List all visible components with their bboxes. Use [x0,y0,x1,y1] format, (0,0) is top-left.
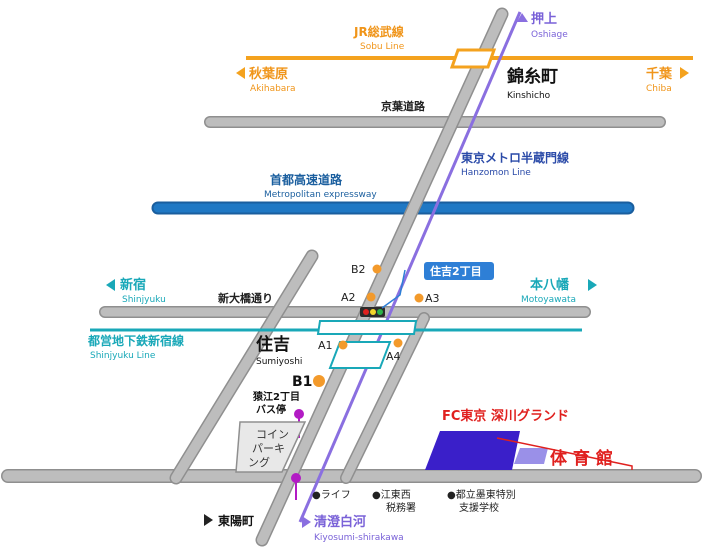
chiba-label: 千葉 [646,66,673,82]
arrow-chiba-icon [680,67,689,79]
sumiyoshi-2chome-callout [424,262,494,280]
callout-text: 住吉2丁目 [430,264,482,278]
exit-a1-label: A1 [318,339,333,352]
motoyawata-en-label: Motoyawata [521,295,576,305]
exit-a1-dot [338,340,348,350]
sumiyoshi-en-label: Sumiyoshi [256,357,302,367]
kinshicho-station-marker [449,48,497,69]
oshiage-label: 押上 [531,11,557,27]
arrow-motoyawata-icon [588,279,597,291]
exit-a3-dot [414,293,424,303]
parking-label-1: コイン [256,428,289,441]
bus-stop-pin-icon [294,409,304,419]
jr-sobu-line-en-label: Sobu Line [360,42,405,52]
expressway-label: 首都高速道路 [270,172,343,187]
sumiyoshi-station-marker [316,320,418,335]
shinjuku-line-en-label: Shinjyuku Line [90,351,156,361]
chiba-en-label: Chiba [646,84,672,94]
kiyosumi-label: 清澄白河 [314,514,366,530]
kinshicho-label: 錦糸町 [507,66,558,87]
landmark-koto-tax-2: 税務署 [386,501,416,514]
motoyawata-label: 本八幡 [530,277,569,293]
exit-b2-label: B2 [351,263,366,276]
hanzomon-line [298,11,522,523]
expressway-en-label: Metropolitan expressway [264,190,377,200]
exit-a3-label: A3 [425,292,440,305]
callout-pointer [381,269,406,309]
exit-a2-dot [366,292,376,302]
arrow-toyocho-icon [204,514,213,526]
exit-a4-label: A4 [386,350,401,363]
gymnasium-label: 体 育 館 [550,448,613,469]
sumiyoshi-label: 住吉 [256,334,290,355]
arrow-oshiage-icon [517,13,528,22]
hanzomon-line-label: 東京メトロ半蔵門線 [461,150,569,165]
akihabara-en-label: Akihabara [250,84,296,94]
bus-stop-label-1: 猿江2丁目 [252,390,300,403]
hanzomon-line-en-label: Hanzomon Line [461,168,531,178]
exit-b1-label: B1 [292,374,312,390]
landmark-school-2: 支援学校 [459,501,499,514]
parking-label-2: パーキ [252,442,285,455]
arrow-akihabara-icon [236,67,245,79]
kiyosumi-en-label: Kiyosumi-shirakawa [314,533,404,543]
toyocho-label: 東陽町 [218,513,254,528]
landmark-koto-tax-1: ●江東西 [372,488,411,501]
shinjuku-label: 新宿 [120,277,146,293]
oshiage-en-label: Oshiage [531,30,568,40]
landmark-life: ●ライフ [312,489,351,501]
jr-sobu-line-label: JR総武線 [353,24,404,39]
parking-label-3: ング [248,455,270,469]
shinjuku-en-label: Shinjyuku [122,295,166,305]
kinshicho-en-label: Kinshicho [507,91,551,101]
exit-b2-dot [372,264,382,274]
akihabara-label: 秋葉原 [249,66,288,82]
keiyo-road-label: 京葉道路 [381,99,426,113]
shinjuku-line-label: 都営地下鉄新宿線 [87,333,184,348]
venue-name-label: FC東京 深川グランド [442,408,569,424]
shin-ohashi-road-label: 新大橋通り [218,291,273,305]
gymnasium-building [425,431,520,470]
arrow-shinjuku-icon [106,279,115,291]
bus-stop-label-2: バス停 [256,403,286,416]
coin-parking-area [235,421,307,473]
exit-b1-dot [313,375,325,387]
bus-stop-pin-2-icon [291,473,301,483]
exit-a4-dot [393,338,403,348]
exit-a2-label: A2 [341,291,356,304]
arrow-kiyosumi-icon [302,516,311,528]
gymnasium-shade [514,448,548,464]
venue-pointer-line [496,437,633,470]
landmark-school-1: ●都立墨東特別 [447,488,516,501]
